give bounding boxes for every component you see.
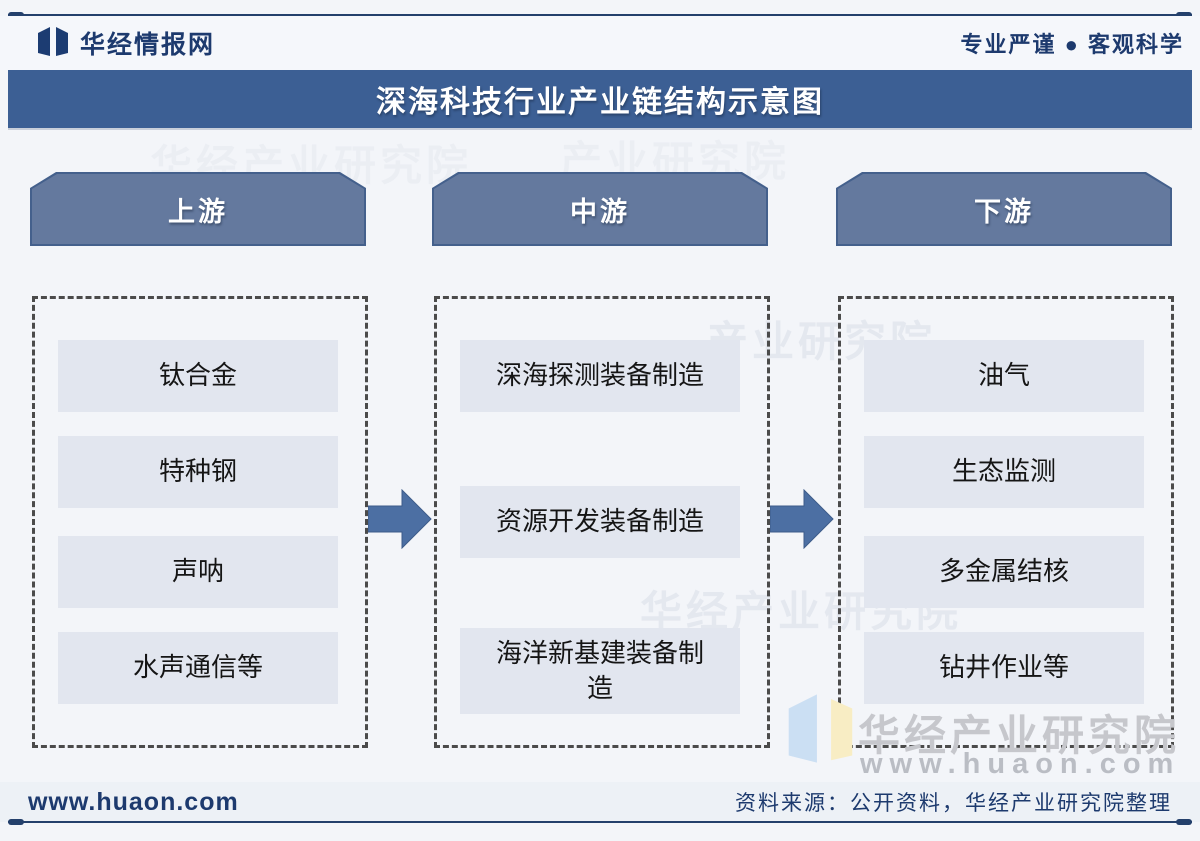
watermark-name: 华经产业研究院	[858, 712, 1181, 759]
top-rule-right-cap	[1176, 12, 1192, 18]
footer-website: www.huaon.com	[28, 787, 239, 816]
upstream-header-label: 上游	[168, 196, 228, 227]
title-bar: 深海科技行业产业链结构示意图	[8, 70, 1192, 128]
bottom-rule-line	[8, 819, 1192, 825]
upstream-item-label: 钛合金	[158, 360, 237, 391]
downstream-item-label: 油气	[977, 360, 1030, 391]
downstream-group-box	[838, 296, 1174, 748]
midstream-header-label: 中游	[570, 196, 630, 227]
midstream-item-label: 资源开发装备制造	[495, 506, 704, 537]
upstream-item-label: 特种钢	[158, 456, 237, 487]
upstream-item: 水声通信等	[58, 632, 338, 704]
footer-source: 资料来源：公开资料，华经产业研究院整理	[735, 792, 1172, 815]
bottom-rule-right-cap	[1176, 819, 1192, 825]
right-arrow-icon	[770, 489, 834, 549]
upstream-item-label: 声呐	[171, 556, 224, 587]
midstream-item: 深海探测装备制造	[460, 340, 740, 412]
open-book-logo-icon	[38, 27, 68, 56]
upstream-item: 声呐	[58, 536, 338, 608]
header: 华经情报网 专业严谨 ● 客观科学	[0, 16, 1200, 70]
downstream-header-label: 下游	[974, 196, 1034, 227]
midstream-item-label: 海洋新基建装备制造	[495, 637, 704, 703]
midstream-item-label: 深海探测装备制造	[495, 360, 704, 391]
upstream-header-banner: 上游	[30, 172, 366, 246]
downstream-item: 油气	[864, 340, 1144, 412]
upstream-item-label: 水声通信等	[132, 652, 263, 683]
midstream-item: 资源开发装备制造	[460, 486, 740, 558]
downstream-item-label: 生态监测	[951, 456, 1056, 487]
midstream-group-box	[434, 296, 770, 748]
watermark-logo-icon	[788, 694, 853, 763]
downstream-item: 生态监测	[864, 436, 1144, 508]
watermark-site: www.huaon.com	[860, 748, 1181, 780]
top-rule-left-cap	[8, 12, 24, 18]
midstream-header-banner: 中游	[432, 172, 768, 246]
brand: 华经情报网	[38, 16, 215, 70]
brand-name: 华经情报网	[80, 31, 216, 59]
upstream-group-box	[32, 296, 368, 748]
upstream-item: 钛合金	[58, 340, 338, 412]
downstream-item-label: 钻井作业等	[938, 652, 1069, 683]
downstream-item-label: 多金属结核	[938, 556, 1069, 587]
downstream-header-banner: 下游	[836, 172, 1172, 246]
bottom-rule-left-cap	[8, 819, 24, 825]
header-slogan: 专业严谨 ● 客观科学	[960, 32, 1184, 57]
page-title: 深海科技行业产业链结构示意图	[376, 86, 824, 119]
downstream-item: 多金属结核	[864, 536, 1144, 608]
upstream-item: 特种钢	[58, 436, 338, 508]
footer: www.huaon.com 资料来源：公开资料，华经产业研究院整理	[0, 782, 1200, 822]
top-rule-line	[8, 12, 1192, 18]
downstream-item: 钻井作业等	[864, 632, 1144, 704]
midstream-item: 海洋新基建装备制造	[460, 628, 740, 714]
right-arrow-icon	[368, 489, 432, 549]
